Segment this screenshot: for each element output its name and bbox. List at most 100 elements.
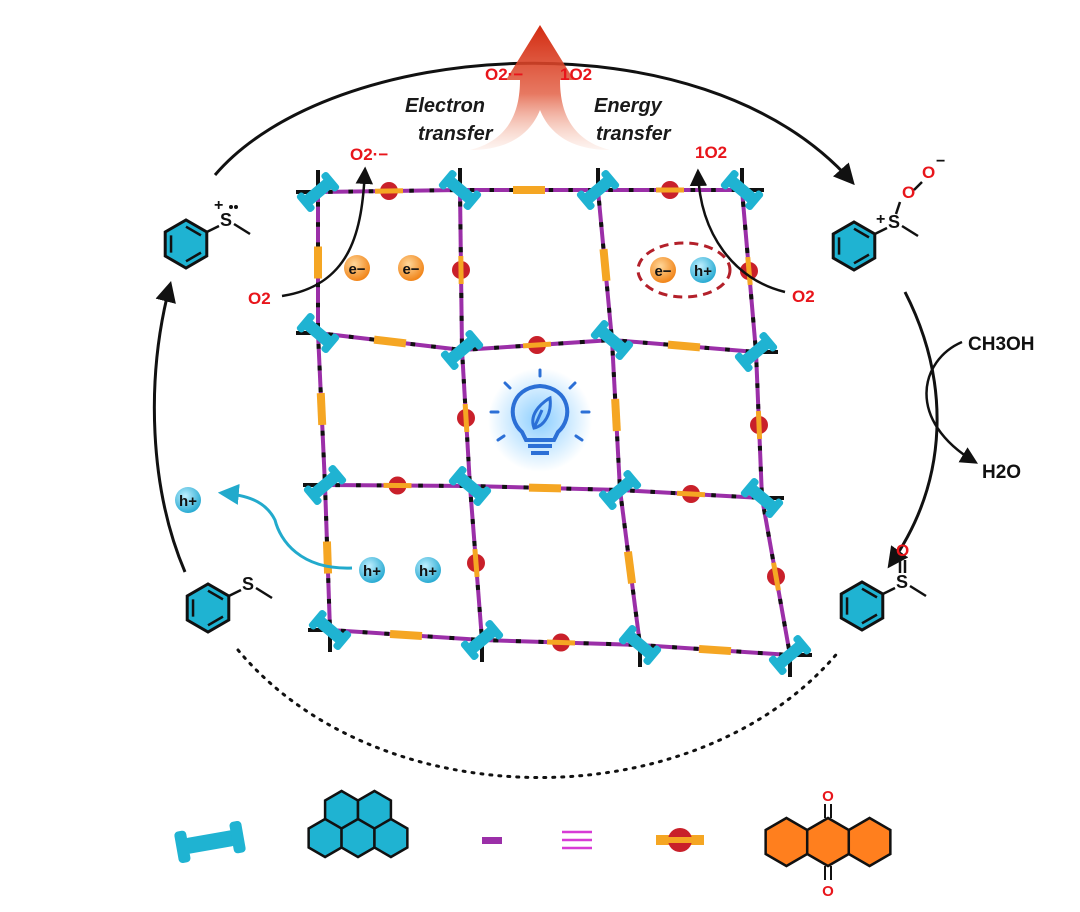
orange-linker [373, 335, 407, 348]
bond-tick [778, 598, 783, 605]
light-bulb-icon [488, 368, 592, 472]
svg-text:O: O [922, 163, 935, 182]
svg-text:S: S [888, 212, 900, 232]
svg-text:+: + [214, 197, 223, 214]
orange-linker [623, 551, 637, 584]
framework-node [296, 171, 340, 213]
svg-text:S: S [896, 572, 908, 592]
right-reactant-label: O2 [792, 287, 815, 306]
anthraquinone-bar [546, 639, 576, 646]
framework-node [308, 609, 352, 651]
left-o2-arrow [281, 166, 374, 298]
top-singlet-oxygen-label: 1O2 [560, 65, 592, 84]
hole-2: h+ [359, 557, 385, 583]
framework-node [296, 312, 340, 354]
anthraquinone-bar [522, 341, 552, 349]
svg-text:O: O [822, 883, 834, 900]
orange-linker [316, 392, 327, 426]
electron-transfer-line2: transfer [418, 123, 494, 145]
bond-tick [410, 341, 416, 347]
bond-tick [619, 500, 625, 507]
bond-tick [762, 508, 767, 515]
framework-node [438, 169, 482, 211]
anthraquinone-bar [676, 490, 706, 498]
right-o2-arrow [689, 168, 786, 294]
hole-1: h+ [690, 257, 716, 283]
legend-linker [174, 820, 246, 864]
framework-node [590, 319, 634, 361]
anthraquinone-bar [462, 403, 470, 433]
bond-tick [369, 337, 375, 342]
electron-2: e− [398, 255, 424, 281]
electron-transfer-line1: Electron [405, 95, 485, 117]
bond-tick [766, 531, 771, 538]
svg-text:S: S [220, 210, 232, 230]
orange-linker [322, 541, 333, 574]
framework-grid [296, 168, 812, 677]
orange-linker [611, 398, 621, 432]
orange-linker [528, 483, 562, 493]
legend-anthraquinone-node [656, 828, 704, 852]
svg-text:S: S [242, 574, 254, 594]
anthraquinone-bar [472, 548, 480, 578]
orange-linker [599, 248, 611, 282]
exciton-ellipse [636, 241, 732, 299]
svg-text:+: + [876, 211, 885, 228]
bond-tick [782, 621, 787, 627]
sulfoxide-molecule: SO [839, 541, 927, 632]
legend-single-bond [482, 837, 502, 844]
hole-transfer-arrow [217, 483, 353, 570]
energy-transfer-line2: transfer [596, 123, 672, 145]
svg-text:−: − [936, 153, 945, 170]
hole-3: h+ [415, 557, 441, 583]
bond-tick [430, 344, 437, 349]
bond-tick [348, 334, 354, 340]
orange-linker [513, 186, 545, 194]
orange-linker [667, 340, 701, 352]
svg-text:O: O [896, 541, 909, 560]
framework-node [740, 477, 784, 519]
framework-node [598, 469, 642, 511]
labels: O2·− 1O2 Electron transfer Energy transf… [248, 65, 1035, 483]
top-fire-arrow [470, 25, 610, 150]
left-reactant-label: O2 [248, 289, 271, 308]
bond-tick [770, 553, 775, 560]
legend-triple-bond [562, 830, 592, 850]
framework-node [448, 465, 492, 507]
top-superoxide-label: O2·− [485, 65, 523, 84]
anthraquinone-bar [374, 188, 404, 194]
hole-free: h+ [175, 487, 201, 513]
svg-text:O: O [822, 788, 834, 805]
svg-text:h+: h+ [694, 263, 712, 280]
bond-tick [625, 545, 630, 551]
orange-linker [698, 644, 732, 656]
right-arc [887, 291, 939, 569]
right-product-label: 1O2 [695, 143, 727, 162]
methanol-label: CH3OH [968, 334, 1035, 355]
framework-node [618, 624, 662, 666]
svg-text:e−: e− [348, 261, 365, 278]
carriers: e− e− e− h+ h+ h+ h+ [175, 241, 732, 583]
left-arc [152, 280, 187, 573]
svg-text:e−: e− [654, 263, 671, 280]
radical-cation-molecule: S+ [163, 197, 251, 270]
energy-transfer-line1: Energy [594, 95, 663, 117]
framework-node [734, 331, 778, 373]
anthraquinone-bar [458, 255, 464, 285]
water-label: H2O [982, 462, 1021, 483]
bond-tick [328, 332, 334, 337]
svg-text:h+: h+ [419, 563, 437, 580]
left-product-label: O2·− [350, 145, 388, 164]
legend: OO [174, 788, 892, 900]
anthraquinone-bar [755, 410, 763, 440]
bond-tick [622, 522, 627, 529]
svg-text:e−: e− [402, 261, 419, 278]
anthraquinone-bar [383, 482, 412, 489]
orange-linker [314, 246, 322, 279]
anthraquinone-bar [771, 562, 781, 591]
oxygen-arrows [281, 166, 978, 464]
anthraquinone-bar [656, 187, 684, 193]
legend-pyrene [307, 789, 409, 859]
bond-tick [633, 611, 639, 618]
